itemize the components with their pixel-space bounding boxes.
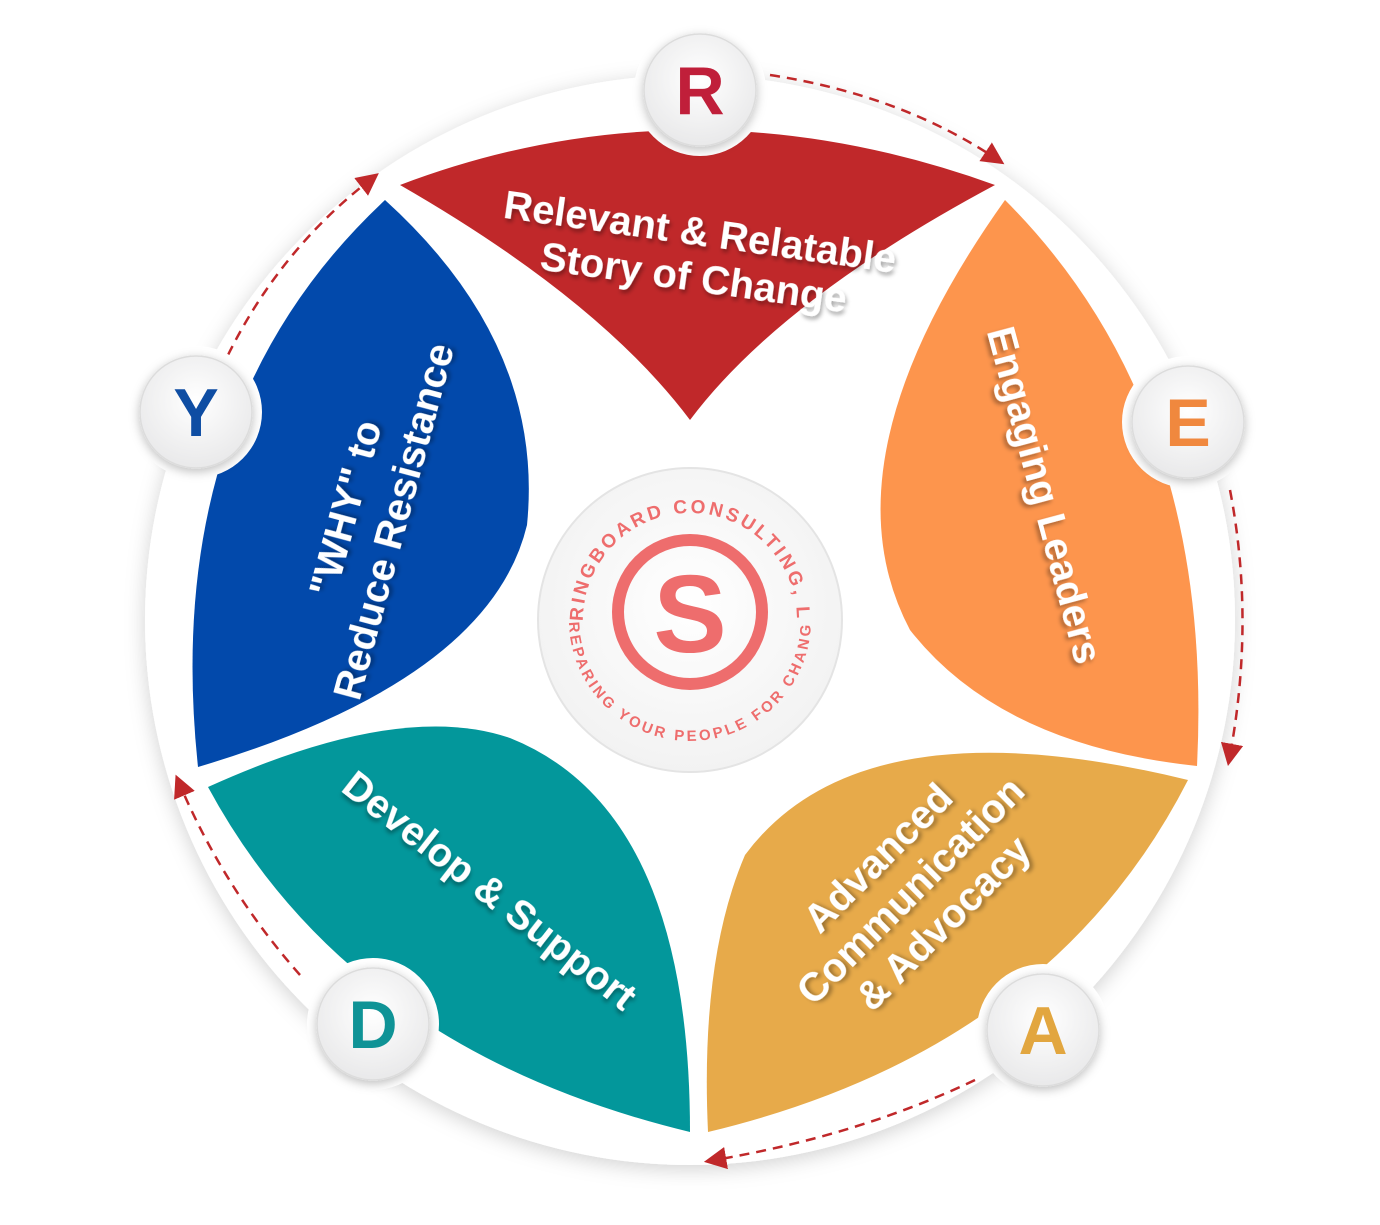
- badge-disc: [1131, 365, 1245, 479]
- logo-ring: [612, 534, 768, 690]
- badge-a-letter: A: [1018, 993, 1067, 1069]
- badge-disc: [316, 967, 430, 1081]
- badge-disc: [139, 355, 253, 469]
- badge-d: D: [307, 958, 439, 1090]
- segments-group: Relevant & RelatableStory of ChangeEngag…: [192, 130, 1199, 1132]
- logo-s-mark: S: [653, 553, 726, 676]
- badge-disc: [986, 973, 1100, 1087]
- letter-badges: R E A D Y: [130, 24, 1254, 1096]
- flow-arrows: [174, 73, 1244, 1170]
- flow-arrow: [769, 73, 1005, 165]
- segment-e: [880, 200, 1199, 766]
- segment-d: [208, 726, 690, 1132]
- badge-d-letter: D: [348, 987, 397, 1063]
- badge-a: A: [977, 964, 1109, 1096]
- logo-disc: [537, 467, 843, 773]
- badge-r: R: [634, 24, 766, 156]
- badge-disc: [643, 33, 757, 147]
- segment-y: [192, 200, 529, 767]
- segment-a: [706, 752, 1188, 1132]
- badge-r-letter: R: [675, 53, 724, 129]
- segment-r: [400, 130, 995, 420]
- badge-y-letter: Y: [173, 375, 218, 451]
- badge-e-letter: E: [1165, 385, 1210, 461]
- badge-e: E: [1122, 356, 1254, 488]
- badge-y: Y: [130, 346, 262, 478]
